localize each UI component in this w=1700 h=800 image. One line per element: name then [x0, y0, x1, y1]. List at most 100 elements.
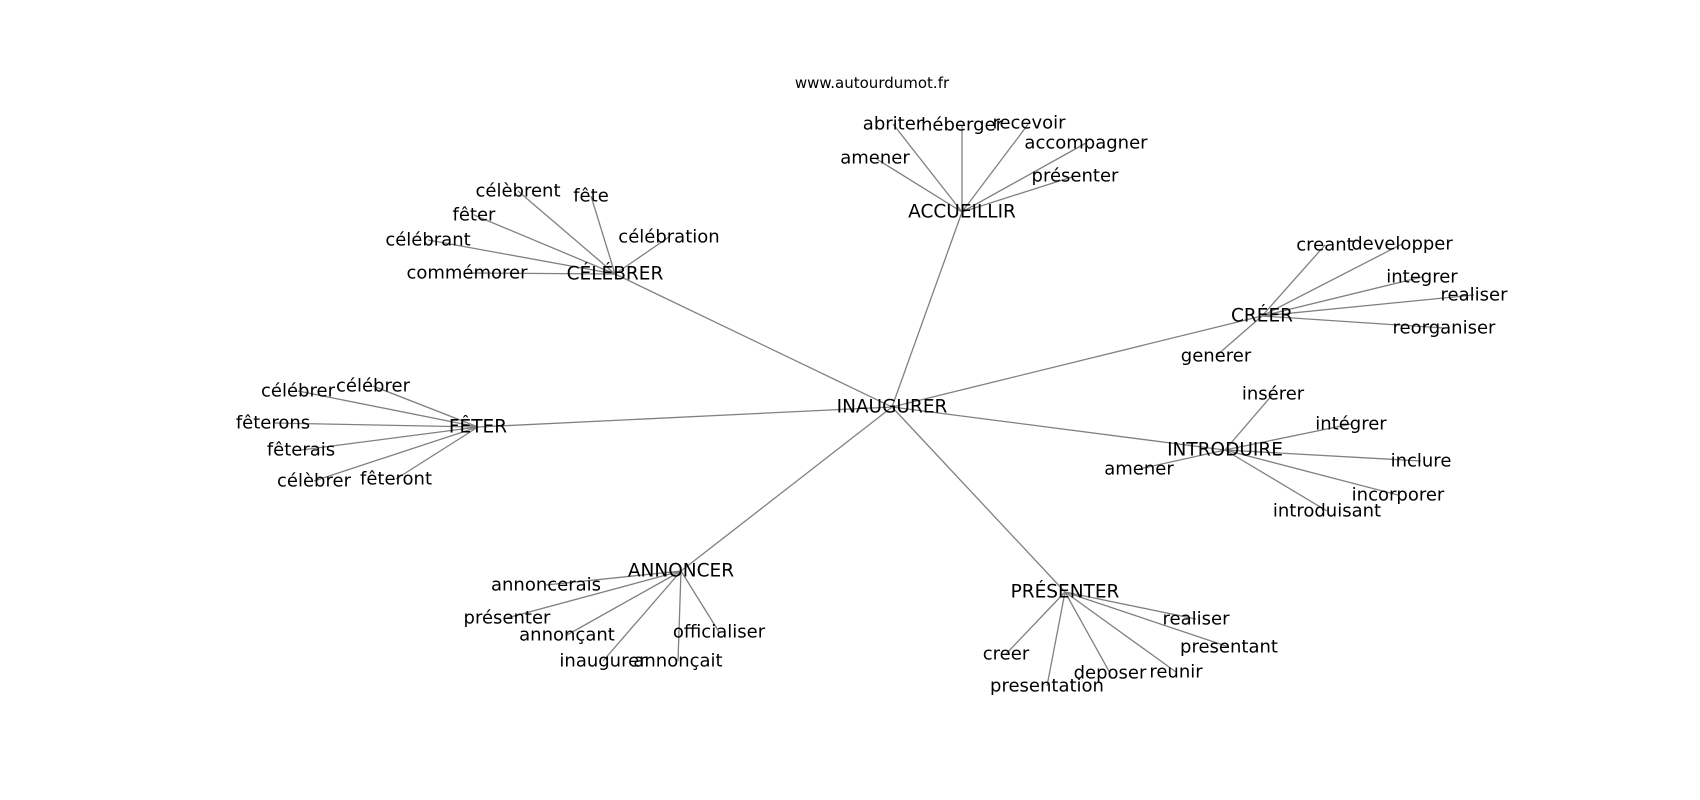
edge-accueillir-accompagner: [961, 142, 1087, 213]
edge-presenter-deposer: [1064, 591, 1111, 674]
edge-creer-realiser: [1261, 294, 1475, 317]
leaf-node-feteront: fêteront: [360, 469, 432, 490]
edge-feter-feteront: [395, 426, 479, 480]
root-node-label: INAUGURER: [837, 397, 948, 418]
edge-creer-developper: [1261, 243, 1403, 317]
hub-node-annoncer: ANNONCER: [628, 561, 734, 582]
edge-root-creer: [891, 315, 1263, 408]
edge-celebrer-celebrant: [427, 239, 616, 275]
edge-feter-celebrer: [297, 390, 479, 428]
edge-feter-feterais: [300, 426, 479, 451]
hub-node-presenter: PRÉSENTER: [1011, 581, 1120, 603]
leaf-node-officialiser: officialiser: [673, 622, 766, 643]
edge-annoncer-annoncerais: [545, 570, 682, 586]
source-credit: www.autourdumot.fr: [795, 74, 950, 92]
edge-feter-celebrer: [372, 385, 479, 428]
edge-introduire-incorporer: [1224, 449, 1399, 496]
edge-celebrer-commemorer: [466, 272, 616, 275]
leaf-node-feter: fêter: [453, 205, 497, 226]
leaf-node-feterons: fêterons: [236, 413, 310, 434]
leaf-node-creant: creant: [1296, 235, 1353, 256]
leaf-node-abriter: abriter: [863, 114, 924, 135]
hub-node-accueillir: ACCUEILLIR: [908, 202, 1016, 223]
edge-root-accueillir: [891, 211, 963, 408]
edge-creer-generer: [1215, 315, 1263, 357]
leaf-node-presentant: presentant: [1180, 637, 1278, 658]
leaf-node-commemorer: commémorer: [406, 263, 528, 284]
leaf-node-feterais: fêterais: [267, 440, 335, 461]
leaf-node-generer: generer: [1181, 346, 1252, 367]
edge-annoncer-inaugurer: [602, 570, 682, 662]
edge-creer-creant: [1261, 244, 1326, 317]
edge-annoncer-presenter: [506, 570, 682, 619]
hub-node-feter: FÊTER: [449, 416, 507, 438]
edge-accueillir-abriter: [892, 123, 963, 213]
leaf-node-amener: amener: [840, 148, 910, 169]
leaf-node-incorporer: incorporer: [1352, 485, 1445, 506]
leaf-node-reorganiser: reorganiser: [1393, 318, 1496, 339]
leaf-node-deposer: deposer: [1074, 663, 1147, 684]
edge-presenter-realiser: [1064, 591, 1197, 620]
edge-celebrer-feter: [473, 214, 616, 275]
leaf-node-integrer: integrer: [1386, 267, 1458, 288]
leaf-node-inclure: inclure: [1391, 451, 1452, 472]
edge-annoncer-annoncait: [677, 570, 682, 662]
leaf-node-annoncant: annonçant: [519, 625, 615, 646]
edge-presenter-reunir: [1064, 591, 1177, 673]
leaf-node-celebrant: célébrant: [385, 230, 470, 251]
leaf-node-inserer: insérer: [1242, 384, 1305, 405]
leaf-node-accompagner: accompagner: [1024, 133, 1148, 154]
edge-root-introduire: [891, 406, 1226, 451]
leaf-node-celebrent: célèbrent: [475, 181, 560, 202]
edge-presenter-presentation: [1046, 591, 1066, 687]
leaf-node-celebrer: célébrer: [336, 376, 411, 397]
leaf-node-presenter: présenter: [464, 608, 551, 629]
edge-celebrer-fete: [590, 195, 616, 275]
edge-introduire-integrer: [1224, 423, 1352, 451]
edge-introduire-inserer: [1224, 393, 1274, 451]
leaf-node-amener: amener: [1104, 459, 1174, 480]
edge-root-celebrer: [614, 273, 893, 408]
edge-feter-feterons: [272, 422, 479, 428]
edge-annoncer-officialiser: [680, 570, 720, 633]
leaf-node-recevoir: recevoir: [992, 113, 1066, 134]
edge-creer-reorganiser: [1261, 315, 1445, 329]
leaf-node-presenter: présenter: [1032, 166, 1119, 187]
graph-edges: [272, 122, 1475, 687]
edge-feter-celebrer: [313, 426, 479, 482]
edge-celebrer-celebration: [614, 236, 670, 275]
hub-node-introduire: INTRODUIRE: [1167, 440, 1283, 461]
leaf-node-celebration: célébration: [618, 227, 719, 248]
leaf-node-integrer: intégrer: [1315, 414, 1387, 435]
edge-accueillir-recevoir: [961, 122, 1030, 213]
edge-root-presenter: [891, 406, 1066, 593]
leaf-node-inaugurer: inaugurer: [559, 651, 647, 672]
edge-introduire-introduisant: [1224, 449, 1328, 512]
edge-celebrer-celebrent: [517, 190, 616, 275]
leaf-node-developper: developper: [1351, 234, 1453, 255]
edge-accueillir-amener: [874, 157, 963, 213]
edge-presenter-creer: [1005, 591, 1066, 655]
leaf-node-presentation: presentation: [990, 676, 1104, 697]
hub-node-creer: CRÉER: [1231, 305, 1293, 327]
leaf-node-fete: fête: [573, 186, 609, 207]
edge-presenter-presentant: [1064, 591, 1230, 648]
edge-creer-integrer: [1261, 276, 1423, 317]
leaf-node-celebrer: célèbrer: [277, 471, 352, 492]
edge-introduire-amener: [1138, 449, 1226, 470]
edge-introduire-inclure: [1224, 449, 1422, 462]
graph-labels: INAUGURER ACCUEILLIR abriterhébergerrecevo…: [236, 113, 1508, 697]
leaf-node-realiser: realiser: [1163, 609, 1231, 630]
leaf-node-heberger: héberger: [921, 115, 1004, 136]
edge-root-annoncer: [680, 406, 893, 572]
leaf-node-creer: creer: [983, 644, 1030, 665]
leaf-node-realiser: realiser: [1441, 285, 1509, 306]
edge-root-feter: [477, 406, 893, 428]
leaf-node-reunir: reunir: [1149, 662, 1203, 683]
leaf-node-introduisant: introduisant: [1273, 501, 1381, 522]
hub-node-celebrer: CÉLÉBRER: [567, 263, 664, 285]
edge-annoncer-annoncant: [566, 570, 682, 636]
leaf-node-annoncerais: annoncerais: [491, 575, 601, 596]
edge-accueillir-presenter: [961, 175, 1076, 213]
